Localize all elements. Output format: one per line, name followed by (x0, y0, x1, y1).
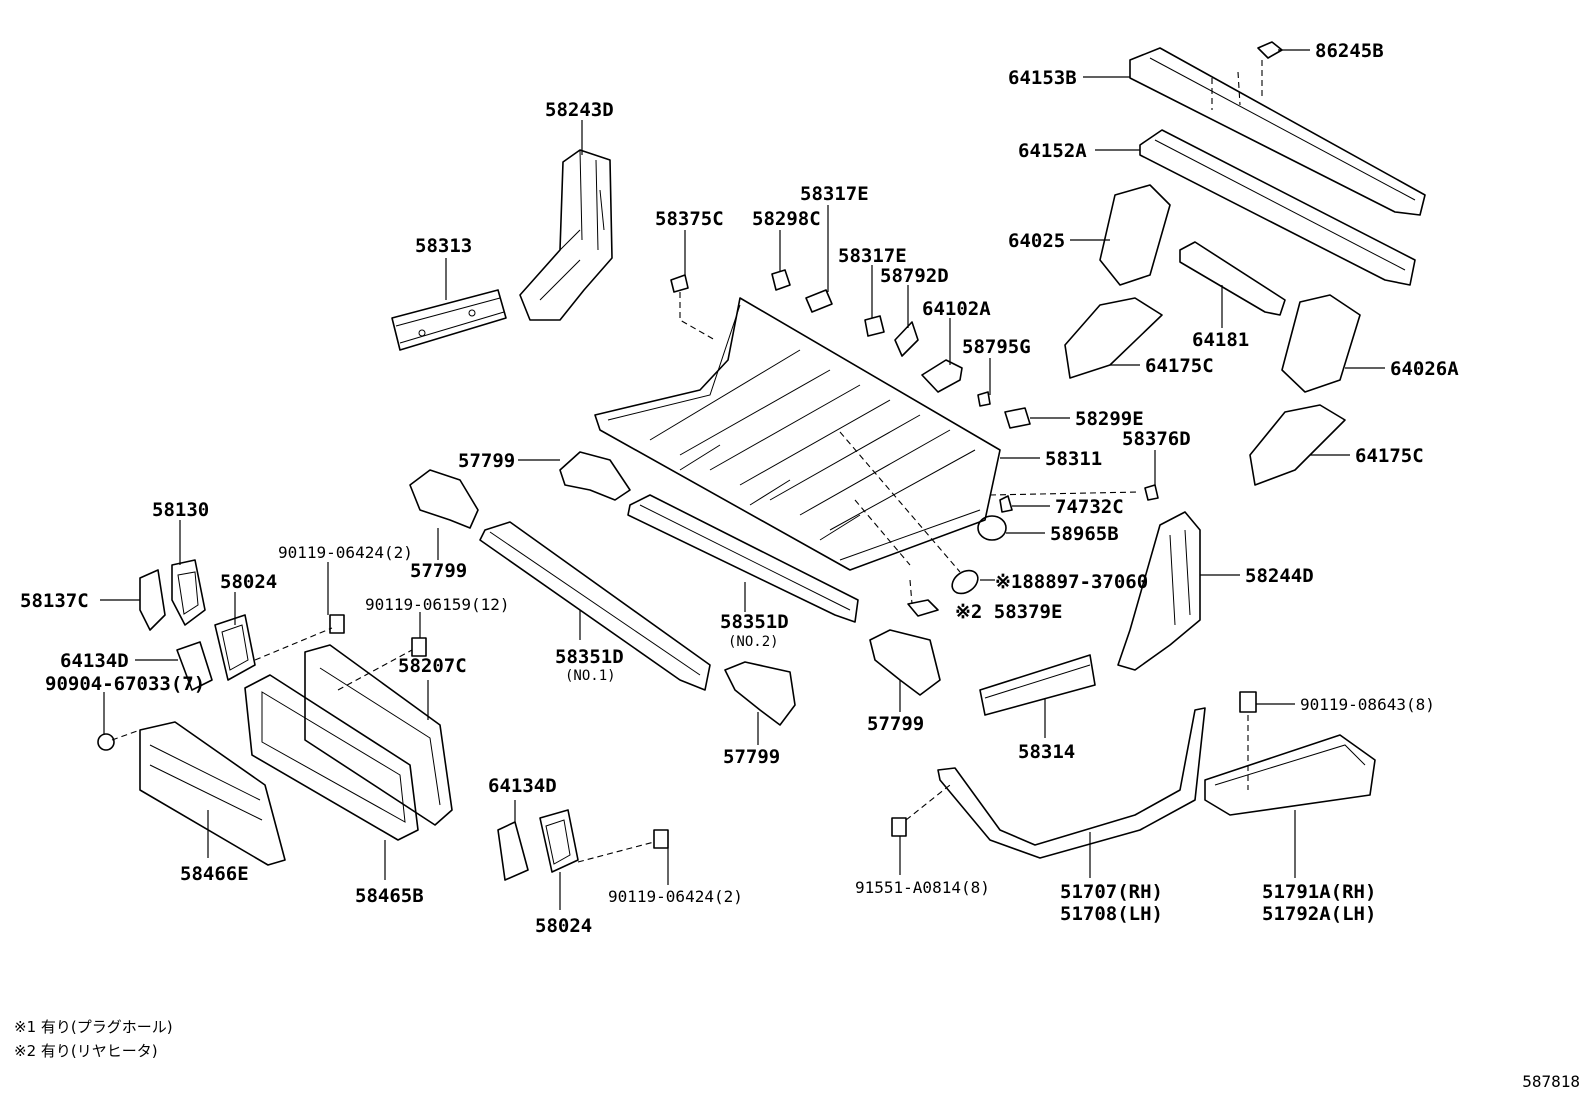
label-64134d-a: 64134D (60, 650, 129, 672)
label-57799-a: 57799 (458, 450, 515, 472)
label-51708: 51708(LH) (1060, 903, 1163, 925)
label-58317e-b: 58317E (838, 245, 907, 267)
label-58243d: 58243D (545, 99, 614, 121)
label-74732c: 74732C (1055, 496, 1124, 518)
label-58207c: 58207C (398, 655, 467, 677)
label-58024-a: 58024 (220, 571, 277, 593)
label-58351d-2-sub: (NO.2) (728, 634, 779, 650)
label-64025: 64025 (1008, 230, 1065, 252)
label-58299e: 58299E (1075, 408, 1144, 430)
label-58244d: 58244D (1245, 565, 1314, 587)
part-64152a (1139, 129, 1416, 286)
part-58244d (1117, 511, 1201, 671)
part-58243d (519, 149, 613, 321)
label-64026a: 64026A (1390, 358, 1459, 380)
label-58130: 58130 (152, 499, 209, 521)
label-58298c: 58298C (752, 208, 821, 230)
part-58314 (979, 654, 1096, 716)
label-58351d-1-sub: (NO.1) (565, 668, 616, 684)
label-90119-06424-a: 90119-06424(2) (278, 543, 413, 562)
part-64025 (1099, 184, 1171, 286)
label-58311: 58311 (1045, 448, 1102, 470)
part-seals-left (139, 559, 579, 881)
label-64175c-a: 64175C (1145, 355, 1214, 377)
label-64102a: 64102A (922, 298, 991, 320)
part-51791a (1204, 734, 1376, 816)
part-58466e (139, 721, 286, 866)
label-58317e-a: 58317E (800, 183, 869, 205)
part-58313 (391, 289, 507, 351)
part-57799-brackets (409, 451, 941, 726)
label-64152a: 64152A (1018, 140, 1087, 162)
label-58376d: 58376D (1122, 428, 1191, 450)
label-58792d: 58792D (880, 265, 949, 287)
label-58351d-1: 58351D (555, 646, 624, 668)
label-58024-b: 58024 (535, 915, 592, 937)
label-58351d-2: 58351D (720, 611, 789, 633)
label-91551: 91551-A0814(8) (855, 878, 990, 897)
label-57799-d: 57799 (867, 713, 924, 735)
label-58137c: 58137C (20, 590, 89, 612)
label-90119-06424-b: 90119-06424(2) (608, 887, 743, 906)
part-64153b (1129, 47, 1426, 216)
label-58379e: ※2 58379E (955, 601, 1062, 623)
label-58795g: 58795G (962, 336, 1031, 358)
label-64175c-b: 64175C (1355, 445, 1424, 467)
leader-lines (100, 49, 1385, 910)
label-64153b: 64153B (1008, 67, 1077, 89)
footnote-1: ※1 有り(プラグホール) (14, 1018, 173, 1036)
part-labels: 58243D 58313 58375C 58298C 58317E 58317E… (20, 40, 1459, 937)
part-64175c (1064, 297, 1346, 486)
label-57799-c: 57799 (723, 746, 780, 768)
label-58314: 58314 (1018, 741, 1075, 763)
label-58466e: 58466E (180, 863, 249, 885)
label-58465b: 58465B (355, 885, 424, 907)
label-51792a: 51792A(LH) (1262, 903, 1376, 925)
label-64134d-b: 64134D (488, 775, 557, 797)
part-58465b (244, 674, 419, 841)
label-58375c: 58375C (655, 208, 724, 230)
part-58351d-rails (479, 494, 859, 691)
label-188897: ※188897-37060 (995, 571, 1148, 593)
part-58311-floor-pan (594, 297, 1001, 571)
label-86245b: 86245B (1315, 40, 1384, 62)
footnote-2: ※2 有り(リヤヒータ) (14, 1042, 158, 1060)
label-90119-08643: 90119-08643(8) (1300, 695, 1435, 714)
label-51707: 51707(RH) (1060, 881, 1163, 903)
diagram-code: 587818 (1522, 1072, 1580, 1091)
part-plugs (907, 495, 1013, 617)
label-51791a: 51791A(RH) (1262, 881, 1376, 903)
part-bolts (97, 614, 1257, 849)
label-90904: 90904-67033(7) (45, 673, 205, 695)
label-90119-06159: 90119-06159(12) (365, 595, 510, 614)
dashed-lines (111, 60, 1263, 863)
label-57799-b: 57799 (410, 560, 467, 582)
part-51707 (937, 707, 1206, 859)
label-58313: 58313 (415, 235, 472, 257)
part-58207c (304, 644, 453, 826)
part-64026a (1281, 294, 1361, 393)
part-small-brackets (670, 269, 1159, 501)
label-58965b: 58965B (1050, 523, 1119, 545)
part-64181 (1179, 241, 1286, 316)
label-64181: 64181 (1192, 329, 1249, 351)
